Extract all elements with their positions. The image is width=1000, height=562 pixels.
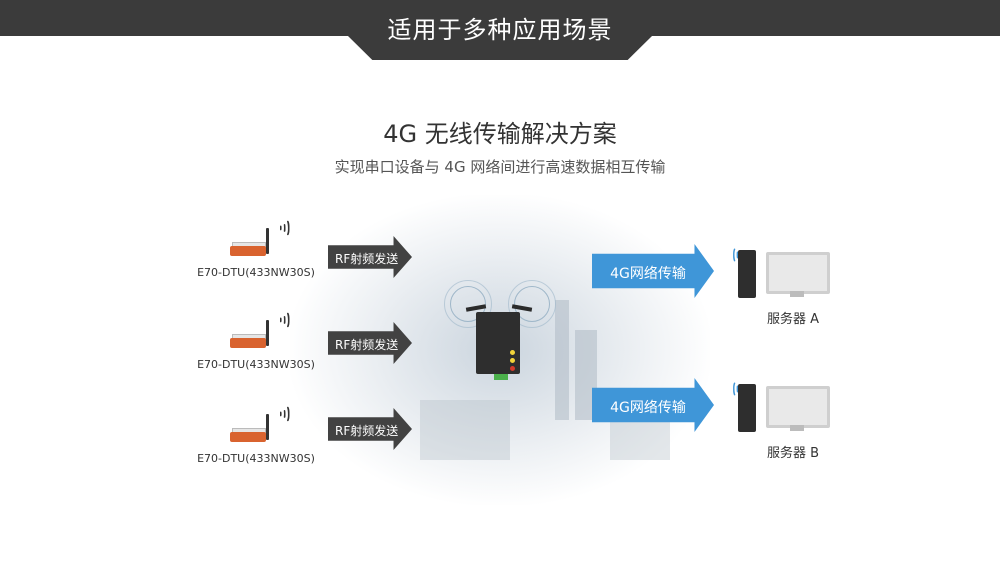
- factory-building: [420, 400, 510, 460]
- monitor-icon: [766, 386, 830, 428]
- header-title: 适用于多种应用场景: [387, 16, 613, 44]
- terminal-block: [494, 374, 508, 380]
- rf-arrow-label: RF射频发送: [335, 338, 399, 352]
- wifi-signal-icon: ᯤ: [275, 405, 297, 423]
- antenna-icon: [266, 414, 269, 440]
- server-tower-icon: [738, 384, 756, 432]
- monitor-icon: [766, 252, 830, 294]
- rf-device-icon: [230, 338, 266, 348]
- monitor-stand: [790, 291, 804, 297]
- status-led: [510, 366, 515, 371]
- status-led: [510, 358, 515, 363]
- network-arrow-label: 4G网络传输: [610, 266, 686, 282]
- rf-arrow-label: RF射频发送: [335, 424, 399, 438]
- wifi-signal-icon: ᯤ: [275, 219, 297, 237]
- status-led: [510, 350, 515, 355]
- server-tower-icon: [738, 250, 756, 298]
- factory-tower: [575, 330, 597, 420]
- network-arrow-label: 4G网络传输: [610, 400, 686, 416]
- server-label: 服务器 A: [766, 312, 820, 327]
- signal-ring: [444, 280, 492, 328]
- antenna-icon: [266, 228, 269, 254]
- antenna-icon: [266, 320, 269, 346]
- solution-subtitle: 实现串口设备与 4G 网络间进行高速数据相互传输: [334, 158, 666, 176]
- transmitter-label: E70-DTU(433NW30S): [197, 452, 315, 465]
- wifi-signal-icon: ᯤ: [275, 311, 297, 329]
- factory-chimney: [555, 300, 569, 420]
- rf-device-icon: [230, 432, 266, 442]
- solution-title: 4G 无线传输解决方案: [383, 120, 617, 148]
- monitor-stand: [790, 425, 804, 431]
- rf-device-icon: [230, 246, 266, 256]
- rf-arrow-label: RF射频发送: [335, 252, 399, 266]
- signal-ring: [508, 280, 556, 328]
- transmitter-label: E70-DTU(433NW30S): [197, 358, 315, 371]
- transmitter-label: E70-DTU(433NW30S): [197, 266, 315, 279]
- dtu-gateway-icon: [476, 312, 520, 374]
- server-label: 服务器 B: [766, 446, 820, 461]
- header-tab: [348, 0, 652, 60]
